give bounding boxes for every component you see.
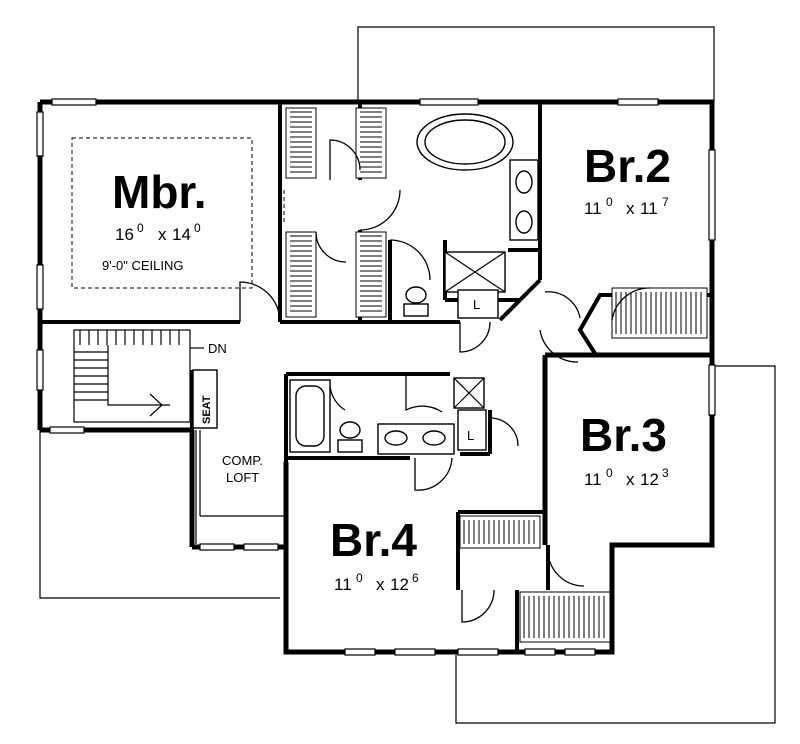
tray-ceiling-outline <box>71 137 253 289</box>
room-br3-label: Br.3 11 0 x 12 3 <box>580 409 669 489</box>
br4-height: 12 <box>390 575 409 594</box>
stair <box>73 329 204 423</box>
mbr-width: 16 <box>115 225 134 244</box>
br4-width: 11 <box>334 575 352 594</box>
linen-closet-label-1: L <box>473 297 480 312</box>
br2-height: 11 <box>640 199 658 218</box>
br4-width-sup: 0 <box>356 571 363 585</box>
br3-width: 11 <box>584 470 602 489</box>
room-mbr-label: Mbr. 16 0 x 14 0 9'-0" CEILING <box>102 166 207 273</box>
loft-rail <box>195 430 286 544</box>
roof-outlines <box>39 26 776 724</box>
br3-name: Br.3 <box>580 409 667 461</box>
linen-closet-label-2: L <box>467 428 474 443</box>
br3-height: 12 <box>640 470 659 489</box>
br2-width: 11 <box>584 199 602 218</box>
mbr-width-sup: 0 <box>137 221 144 235</box>
room-br4-label: Br.4 11 0 x 12 6 <box>330 514 419 594</box>
doors <box>239 139 651 623</box>
mbr-name: Mbr. <box>112 166 207 218</box>
br2-x: x <box>626 199 635 218</box>
closet-rods <box>290 111 702 638</box>
br3-height-sup: 3 <box>662 466 669 480</box>
loft-label-line2: LOFT <box>226 470 259 485</box>
room-br2-label: Br.2 11 0 x 11 7 <box>584 140 671 218</box>
br4-x: x <box>376 575 385 594</box>
br4-name: Br.4 <box>330 514 417 566</box>
br4-height-sup: 6 <box>412 571 419 585</box>
interior-walls <box>40 102 712 652</box>
br3-x: x <box>626 470 635 489</box>
loft-label-line1: COMP. <box>222 453 263 468</box>
mbr-height: 14 <box>172 225 191 244</box>
br2-name: Br.2 <box>584 140 671 192</box>
stair-down-label: DN <box>208 341 227 356</box>
br3-width-sup: 0 <box>606 466 613 480</box>
mbr-x: x <box>158 225 167 244</box>
br2-height-sup: 7 <box>662 195 669 209</box>
mbr-ceiling-note: 9'-0" CEILING <box>102 258 184 273</box>
bath-fixtures <box>289 113 539 455</box>
seat <box>192 369 218 429</box>
br2-width-sup: 0 <box>606 195 613 209</box>
windows <box>36 98 716 656</box>
mbr-height-sup: 0 <box>194 221 201 235</box>
seat-label: SEAT <box>201 395 213 424</box>
